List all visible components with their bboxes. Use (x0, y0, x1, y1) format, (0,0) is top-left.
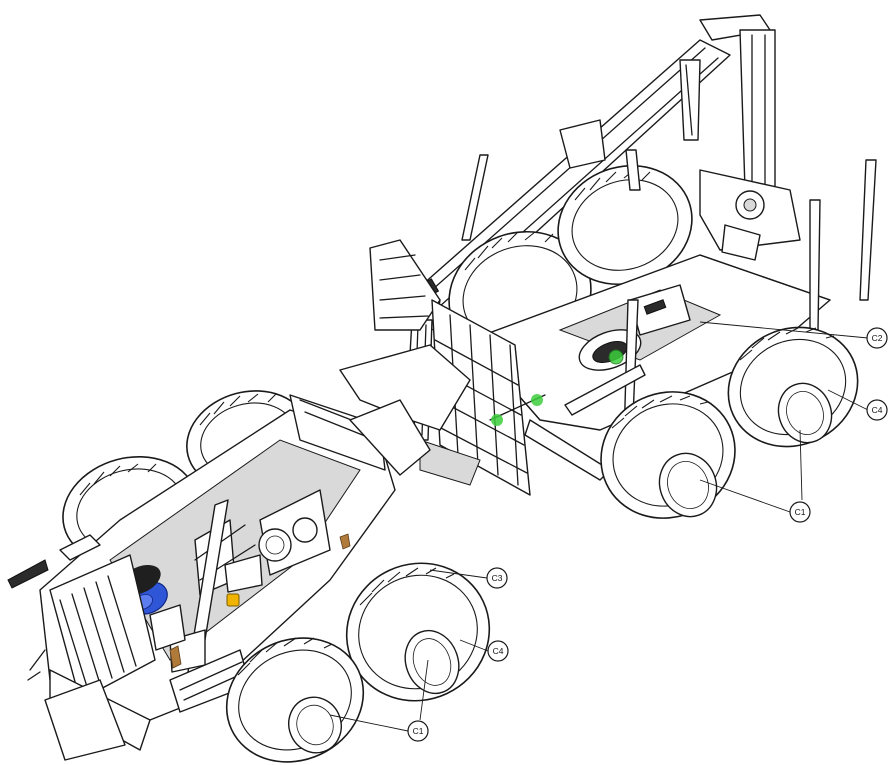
rear-tire-front-right (727, 326, 859, 448)
callout-label: C4 (493, 646, 504, 656)
headboard-grille (369, 239, 546, 496)
callout-c3-front: C3 (486, 567, 508, 589)
front-tire-front-left (225, 637, 365, 763)
rear-tire-front-left (600, 391, 736, 519)
callout-label: C2 (872, 333, 883, 343)
callout-leaders (329, 321, 869, 732)
rear-tire-back-right (557, 164, 693, 286)
callout-c2-rear: C2 (866, 327, 888, 349)
load-stakes (461, 149, 877, 441)
callout-label: C4 (872, 405, 883, 415)
engine-chassis (7, 394, 431, 761)
callout-label: C3 (492, 573, 503, 583)
front-tire-front-right (345, 562, 491, 702)
oil-filter-icon (226, 593, 240, 607)
rear-frame (469, 254, 831, 431)
callout-c1-front: C1 (407, 720, 429, 742)
callout-label: C1 (413, 726, 424, 736)
hose-fitting-icon (169, 645, 182, 669)
callout-label: C1 (795, 507, 806, 517)
callout-c4-front: C4 (487, 640, 509, 662)
grease-point-icon (531, 394, 543, 406)
hose-fitting-icon (339, 533, 351, 550)
callout-c1-rear: C1 (789, 501, 811, 523)
callout-c4-rear: C4 (866, 399, 888, 421)
grease-point-icon (608, 349, 624, 365)
articulation-joint (339, 344, 646, 486)
grease-point-icon (491, 414, 503, 426)
